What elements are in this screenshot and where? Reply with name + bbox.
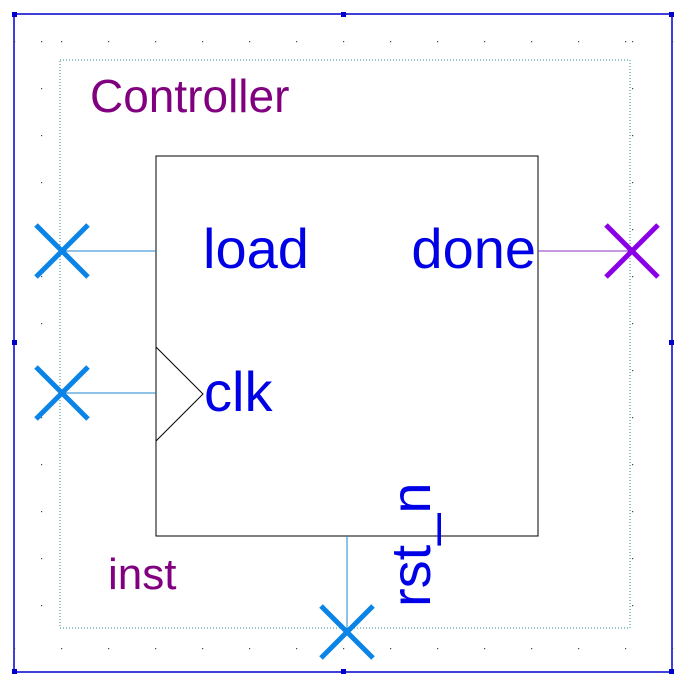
grid-dot xyxy=(632,464,634,466)
grid-dot xyxy=(41,464,43,466)
pin-label-rst_n: rst_n xyxy=(379,483,442,608)
grid-dot xyxy=(390,41,392,43)
grid-dot xyxy=(343,41,345,43)
instance-name: inst xyxy=(108,550,176,599)
grid-dot xyxy=(41,605,43,607)
handle-mid-right[interactable] xyxy=(669,340,674,345)
grid-dot xyxy=(632,182,634,184)
clock-triangle-icon xyxy=(155,346,204,442)
handle-bottom-right[interactable] xyxy=(669,669,674,674)
grid-dot xyxy=(632,417,634,419)
grid-dot xyxy=(632,135,634,137)
grid-dot xyxy=(484,648,486,650)
x-cross-icon[interactable] xyxy=(604,223,660,279)
grid-dot xyxy=(672,648,674,650)
grid-dot xyxy=(632,41,634,43)
grid-dot xyxy=(343,648,345,650)
grid-dot xyxy=(632,323,634,325)
grid-dot xyxy=(155,648,157,650)
grid-dot xyxy=(296,648,298,650)
grid-dot xyxy=(41,135,43,137)
grid-dot xyxy=(41,417,43,419)
grid-dot xyxy=(249,648,251,650)
grid-dot xyxy=(41,511,43,513)
grid-dot xyxy=(437,648,439,650)
grid-dot xyxy=(632,229,634,231)
grid-dot xyxy=(632,605,634,607)
grid-dot xyxy=(531,41,533,43)
pin-label-done: done xyxy=(411,217,536,280)
grid-dot xyxy=(41,323,43,325)
grid-dot xyxy=(578,41,580,43)
grid-dot xyxy=(202,648,204,650)
grid-dot xyxy=(296,41,298,43)
grid-dot xyxy=(632,370,634,372)
grid-dot xyxy=(484,41,486,43)
grid-dot xyxy=(14,41,16,43)
grid-dot xyxy=(108,41,110,43)
grid-dot xyxy=(672,41,674,43)
grid-dot xyxy=(437,41,439,43)
grid-dot xyxy=(632,558,634,560)
grid-dot xyxy=(632,511,634,513)
x-cross-icon[interactable] xyxy=(319,604,375,660)
component-body[interactable] xyxy=(155,155,539,537)
grid-dot xyxy=(41,182,43,184)
grid-dot xyxy=(41,558,43,560)
x-cross-icon[interactable] xyxy=(34,365,90,421)
handle-bottom-left[interactable] xyxy=(12,669,17,674)
grid-dot xyxy=(41,276,43,278)
grid-dot xyxy=(14,648,16,650)
grid-dot xyxy=(108,648,110,650)
handle-top-mid[interactable] xyxy=(341,12,346,17)
grid-dot xyxy=(249,41,251,43)
grid-dot xyxy=(41,88,43,90)
x-cross-icon[interactable] xyxy=(34,223,90,279)
grid-dot xyxy=(390,648,392,650)
grid-dot xyxy=(531,648,533,650)
selection-handles xyxy=(12,12,674,674)
grid-dot xyxy=(155,41,157,43)
handle-top-left[interactable] xyxy=(12,12,17,17)
grid-dots xyxy=(14,41,674,650)
grid-dot xyxy=(632,88,634,90)
grid-dot xyxy=(202,41,204,43)
grid-dot xyxy=(61,41,63,43)
grid-dot xyxy=(578,648,580,650)
handle-bottom-mid[interactable] xyxy=(341,669,346,674)
grid-dot xyxy=(632,276,634,278)
handle-top-right[interactable] xyxy=(669,12,674,17)
grid-dot xyxy=(41,41,43,43)
grid-dot xyxy=(61,648,63,650)
handle-mid-left[interactable] xyxy=(12,340,17,345)
pin-label-load: load xyxy=(203,217,309,280)
grid-dot xyxy=(625,648,627,650)
component-title: Controller xyxy=(90,70,289,122)
grid-dot xyxy=(625,41,627,43)
pin-label-clk: clk xyxy=(204,360,273,423)
